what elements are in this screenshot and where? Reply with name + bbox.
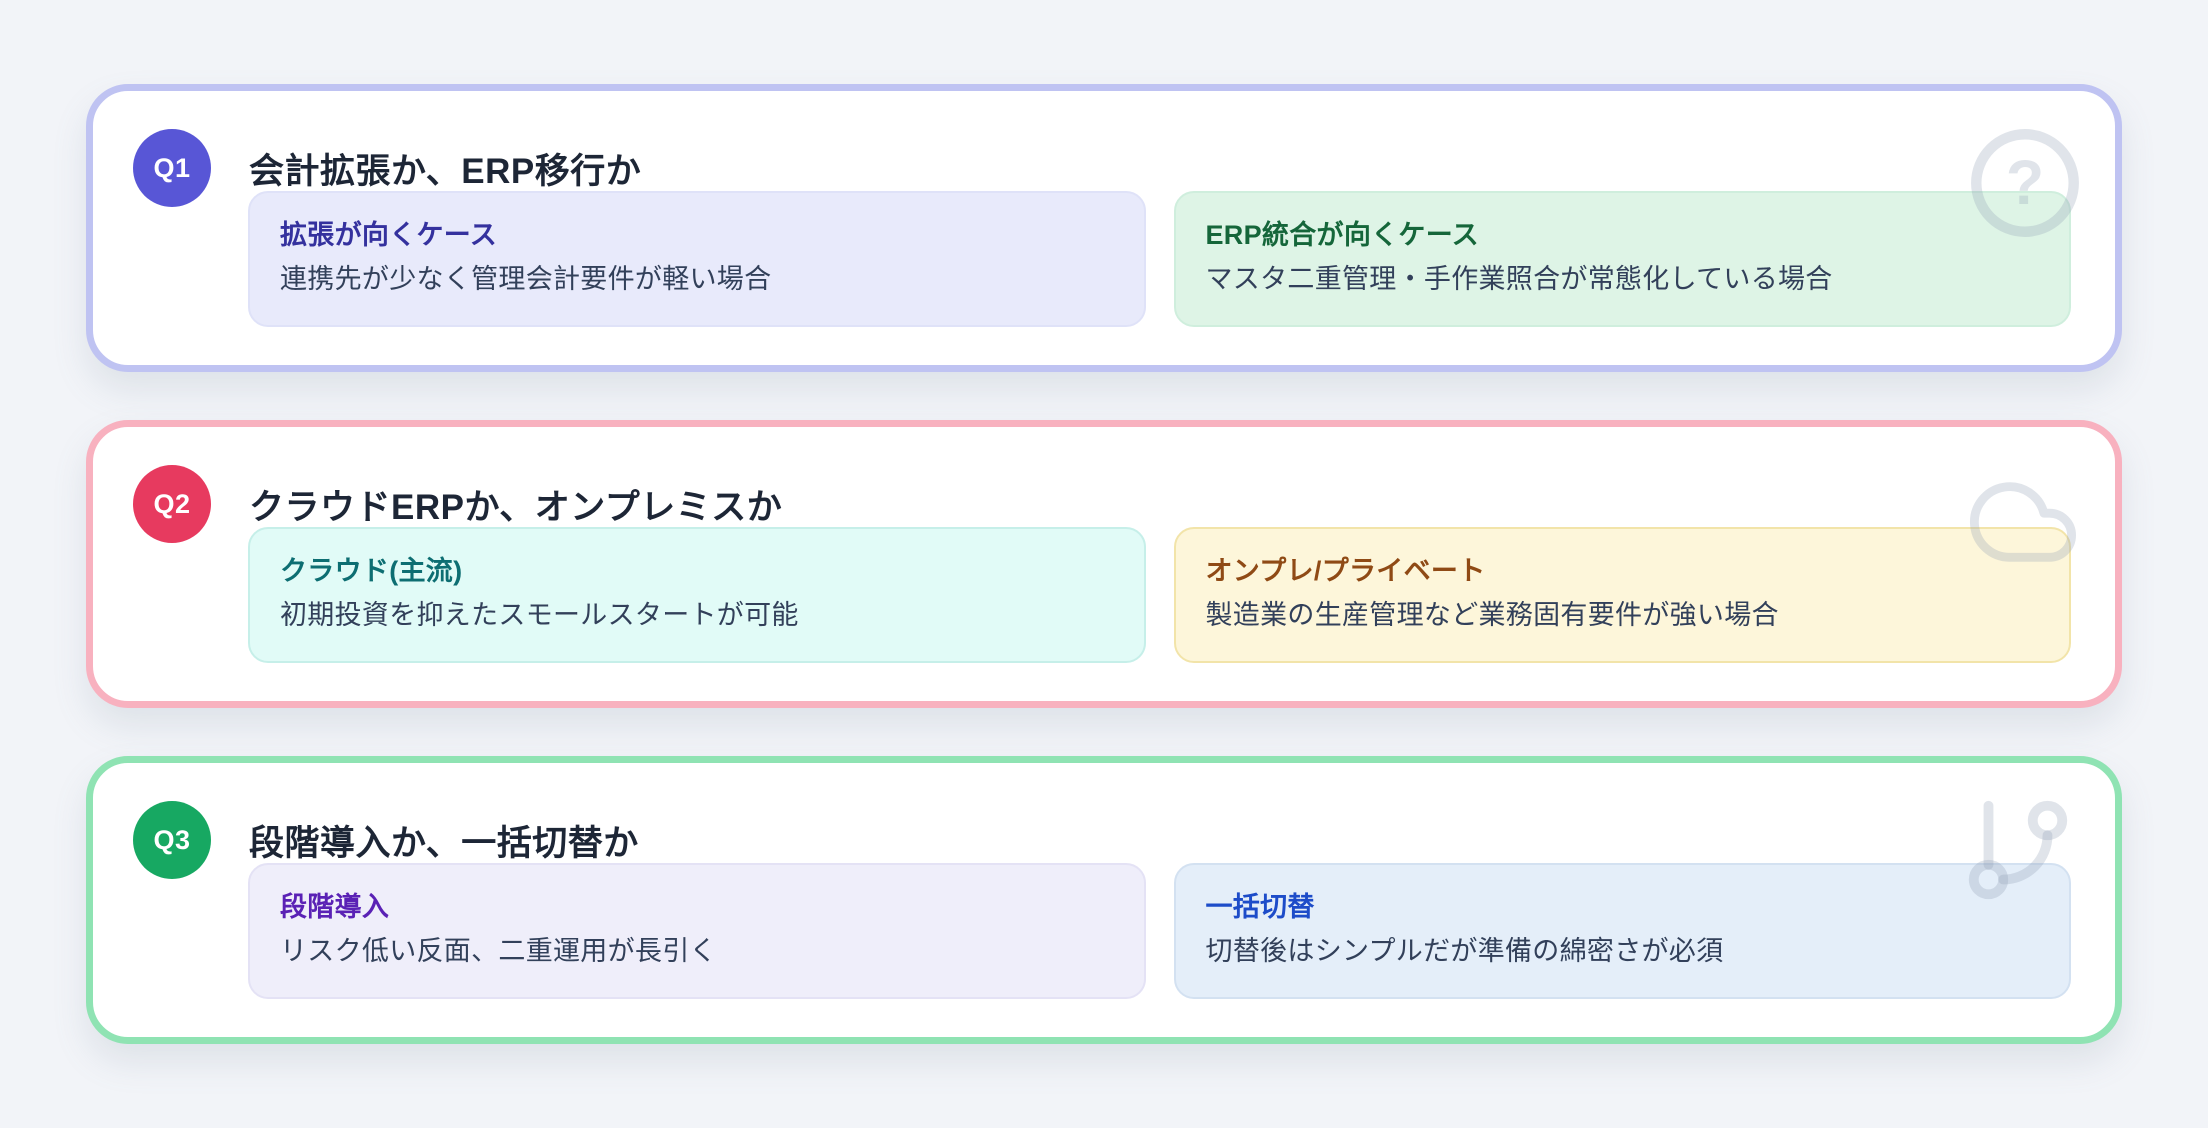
option-heading: 段階導入 [280,892,390,922]
option-row: 拡張が向くケース 連携先が少なく管理会計要件が軽い場合 ERP統合が向くケース … [248,191,2071,327]
card-title: 会計拡張か、ERP移行か [249,151,642,191]
card-title: クラウドERPか、オンプレミスか [249,487,783,527]
option-box-cloud: クラウド(主流) 初期投資を抑えたスモールスタートが可能 [248,527,1146,663]
option-row: 段階導入 リスク低い反面、二重運用が長引く 一括切替 切替後はシンプルだが準備の… [248,863,2071,999]
option-body: リスク低い反面、二重運用が長引く [280,935,717,966]
option-body: マスタ二重管理・手作業照合が常態化している場合 [1205,263,1833,294]
option-row: クラウド(主流) 初期投資を抑えたスモールスタートが可能 オンプレ/プライベート… [248,527,2071,663]
option-heading: ERP統合が向くケース [1205,220,1479,250]
option-box-expand: 拡張が向くケース 連携先が少なく管理会計要件が軽い場合 [248,191,1146,327]
option-box-phased: 段階導入 リスク低い反面、二重運用が長引く [248,863,1146,999]
question-card-q1: Q1 会計拡張か、ERP移行か 拡張が向くケース 連携先が少なく管理会計要件が軽… [86,84,2122,372]
card-header: Q2 クラウドERPか、オンプレミスか [133,465,2071,543]
card-header: Q3 段階導入か、一括切替か [133,801,2071,879]
option-body: 連携先が少なく管理会計要件が軽い場合 [280,263,772,294]
option-heading: クラウド(主流) [280,556,463,586]
option-body: 製造業の生産管理など業務固有要件が強い場合 [1205,599,1779,630]
option-box-erp-integration: ERP統合が向くケース マスタ二重管理・手作業照合が常態化している場合 [1173,191,2071,327]
option-heading: 拡張が向くケース [280,220,498,250]
card-header: Q1 会計拡張か、ERP移行か [133,129,2071,207]
option-body: 切替後はシンプルだが準備の綿密さが必須 [1205,935,1724,966]
question-card-q2: Q2 クラウドERPか、オンプレミスか クラウド(主流) 初期投資を抑えたスモー… [86,420,2122,708]
option-box-onprem: オンプレ/プライベート 製造業の生産管理など業務固有要件が強い場合 [1173,527,2071,663]
option-heading: 一括切替 [1205,892,1315,922]
q3-badge: Q3 [133,801,211,879]
option-heading: オンプレ/プライベート [1205,556,1486,586]
card-title: 段階導入か、一括切替か [249,823,639,863]
option-box-bigbang: 一括切替 切替後はシンプルだが準備の綿密さが必須 [1173,863,2071,999]
question-card-q3: Q3 段階導入か、一括切替か 段階導入 リスク低い反面、二重運用が長引く 一括切… [86,756,2122,1044]
option-body: 初期投資を抑えたスモールスタートが可能 [280,599,799,630]
q1-badge: Q1 [133,129,211,207]
q2-badge: Q2 [133,465,211,543]
